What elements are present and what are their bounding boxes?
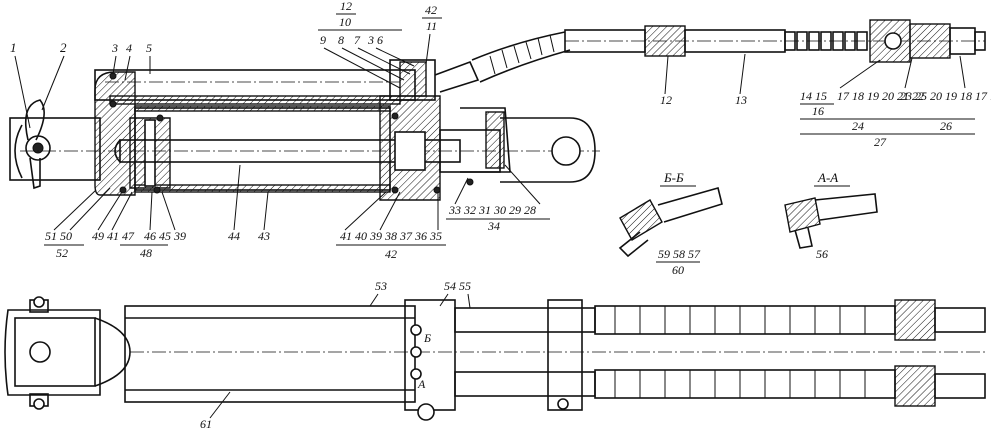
elbow-fitting (434, 60, 480, 93)
label-56: 56 (816, 247, 828, 261)
coupling-ball (884, 32, 902, 50)
label-8: 8 (338, 33, 344, 47)
cylinder-section-view (9, 19, 986, 201)
rod-gland (394, 131, 426, 171)
label-24: 24 (852, 119, 864, 133)
label-42: 42 (385, 247, 397, 261)
label-9: 9 (320, 33, 326, 47)
label-33-28: 33 32 31 30 29 28 (448, 203, 536, 217)
plan-hose-ribs (614, 306, 866, 398)
hose-upper-a (471, 31, 566, 61)
label-26: 26 (940, 119, 952, 133)
hose-ribs (489, 34, 555, 75)
cylinder-body-plan (124, 305, 416, 403)
hose-clamp (547, 299, 583, 411)
label-44: 44 (228, 229, 240, 243)
cylinder-plan-view: Б А (4, 279, 986, 431)
label-12-top: 12 (340, 0, 352, 13)
section-a-a-detail: А-А 56 (784, 170, 878, 261)
bb-hose (657, 187, 723, 223)
plan-hose-top (454, 299, 986, 341)
bleed-screw (417, 403, 435, 421)
bb-nut (619, 199, 663, 241)
front-eye-bore (551, 136, 581, 166)
rear-fork (4, 309, 101, 396)
label-17-22: 17 18 19 20 21 22 (837, 89, 924, 103)
callout-labels: 1 2 3 4 5 12 10 9 8 7 3 6 42 11 12 13 14… (10, 0, 991, 261)
valve-block (389, 59, 436, 101)
plan-hose-bottom (454, 365, 986, 407)
cylinder-barrel (134, 107, 391, 191)
cotter-pin (24, 99, 45, 141)
label-48: 48 (140, 246, 152, 260)
label-3: 3 (111, 41, 118, 55)
label-4: 4 (126, 41, 132, 55)
label-34: 34 (487, 219, 500, 233)
label-59-57: 59 58 57 (658, 247, 701, 261)
fork-pin (29, 341, 51, 363)
label-10: 10 (339, 15, 351, 29)
rear-clevis (9, 117, 101, 181)
view-mark-a: А (417, 377, 426, 391)
label-61: 61 (200, 417, 212, 431)
section-b-b-title: Б-Б (663, 170, 684, 185)
label-54-55: 54 55 (444, 279, 471, 293)
aa-nut (784, 197, 821, 233)
label-11: 11 (426, 19, 437, 33)
rear-clevis-eye (14, 124, 23, 179)
section-a-a-title: А-А (817, 170, 838, 185)
label-60: 60 (672, 263, 684, 277)
label-3-6: 3 6 (367, 33, 383, 47)
rear-cap (94, 71, 136, 196)
hose-upper-b (479, 49, 571, 83)
tube-wall-top (109, 95, 401, 105)
view-mark-b: Б (423, 331, 431, 345)
label-13: 13 (735, 93, 747, 107)
seals (109, 72, 474, 194)
label-41-35: 41 40 39 38 37 36 35 (340, 229, 442, 243)
piston-hub (144, 119, 156, 187)
label-43: 43 (258, 229, 270, 243)
label-16: 16 (812, 104, 824, 118)
label-1: 1 (10, 40, 17, 55)
front-eye (500, 117, 596, 183)
aa-hose (814, 193, 878, 221)
label-7: 7 (354, 33, 361, 47)
label-2: 2 (60, 40, 67, 55)
label-42-top: 42 (425, 3, 437, 17)
barrel-wall-bottom (134, 184, 391, 193)
label-51-50: 51 50 (45, 229, 72, 243)
label-27: 27 (874, 135, 887, 149)
barrel-wall-top (134, 105, 391, 112)
quick-coupling-nipple (909, 23, 951, 59)
label-52: 52 (56, 246, 68, 260)
label-46-45-39: 46 45 39 (144, 229, 186, 243)
section-b-b-detail: Б-Б 59 58 57 60 (618, 170, 723, 277)
label-23-16: 23 25 20 19 18 17 16 (900, 89, 991, 103)
label-49-41-47: 49 41 47 (92, 229, 135, 243)
label-5: 5 (146, 41, 152, 55)
label-12: 12 (660, 93, 672, 107)
hose-sleeve-ribs (784, 31, 868, 51)
label-53: 53 (375, 279, 387, 293)
label-14-15: 14 15 (800, 89, 827, 103)
